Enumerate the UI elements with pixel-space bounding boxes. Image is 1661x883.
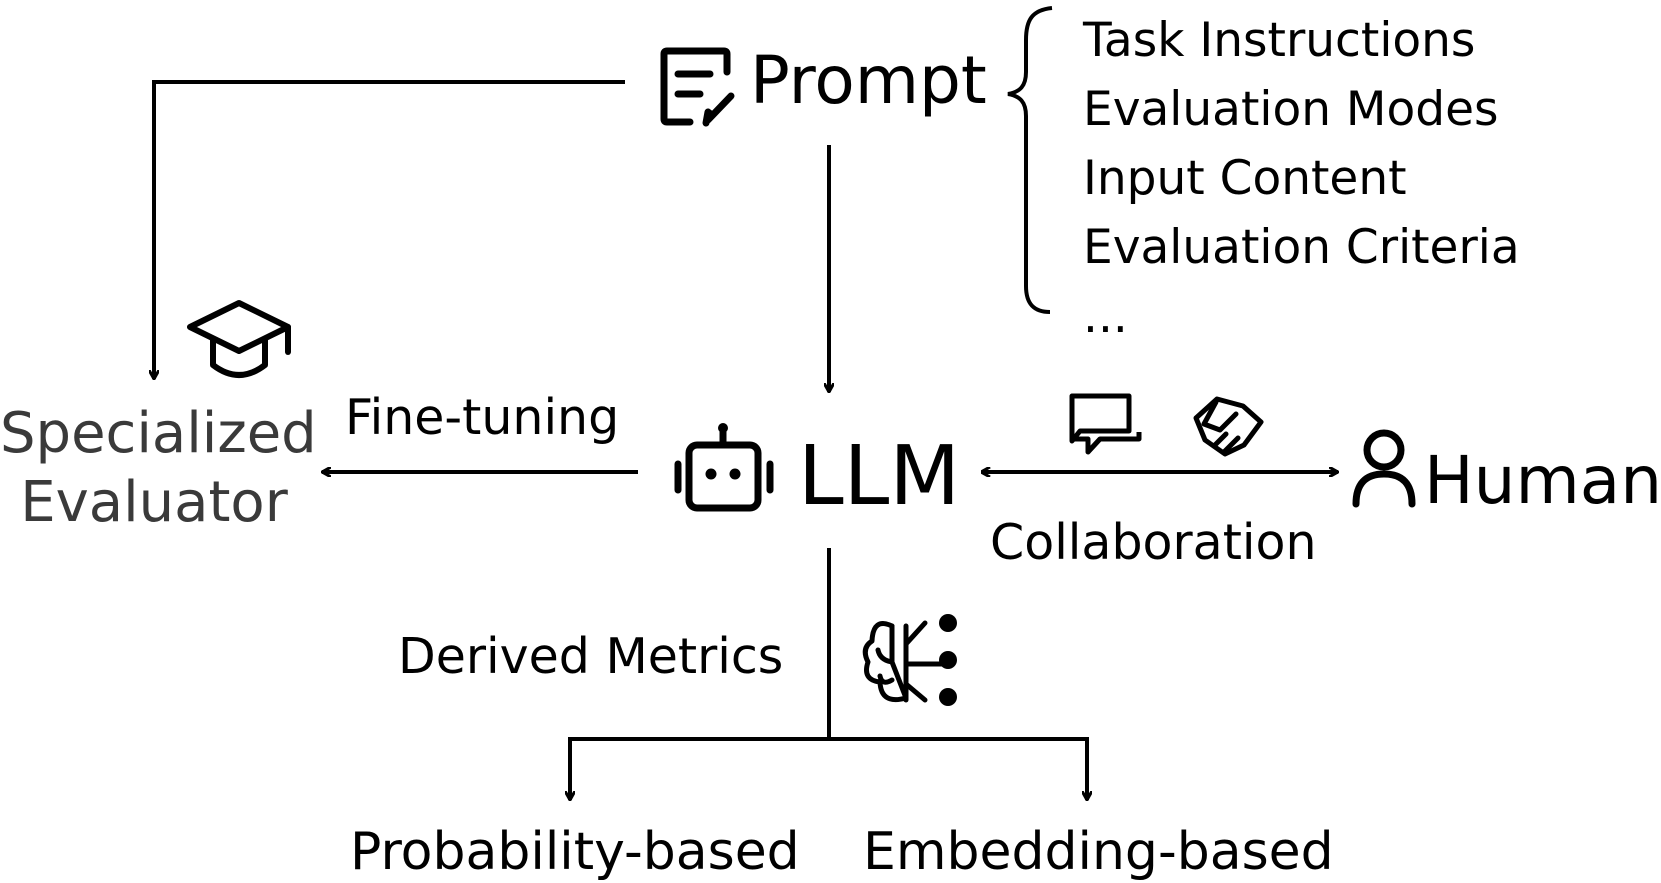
llm-label: LLM <box>798 429 961 524</box>
specialized-evaluator-label: Specialized Evaluator <box>0 400 317 538</box>
derived-metrics-label: Derived Metrics <box>398 628 784 685</box>
arrow-prompt-to-evaluator <box>154 80 625 379</box>
embedding-based-label: Embedding-based <box>863 822 1334 882</box>
arrow-llm-to-metrics <box>570 548 1087 741</box>
prompt-component-item: Input Content <box>1083 151 1407 206</box>
neural-brain-icon <box>862 620 947 703</box>
robot-icon <box>674 428 774 512</box>
collaboration-label: Collaboration <box>990 514 1317 571</box>
graduation-cap-icon <box>187 300 291 378</box>
probability-based-label: Probability-based <box>350 822 800 882</box>
edit-document-icon <box>660 47 735 127</box>
robot-icon-details <box>705 423 741 480</box>
specialized-evaluator-line1: Specialized <box>0 401 317 466</box>
prompt-components-list: Task Instructions Evaluation Modes Input… <box>1083 6 1520 351</box>
prompt-component-item: Evaluation Modes <box>1083 82 1499 137</box>
handshake-icon <box>1193 396 1264 457</box>
prompt-component-item: ... <box>1083 289 1128 344</box>
prompt-label: Prompt <box>750 42 987 119</box>
neural-brain-icon-nodes <box>939 614 957 706</box>
prompt-component-item: Task Instructions <box>1083 13 1476 68</box>
human-label: Human <box>1424 442 1661 519</box>
person-icon <box>1352 429 1416 508</box>
prompt-component-item: Evaluation Criteria <box>1083 220 1520 275</box>
prompt-components-brace <box>1007 6 1053 314</box>
fine-tuning-label: Fine-tuning <box>345 389 620 446</box>
chat-bubbles-icon <box>1069 393 1142 455</box>
specialized-evaluator-line2: Evaluator <box>20 469 288 535</box>
